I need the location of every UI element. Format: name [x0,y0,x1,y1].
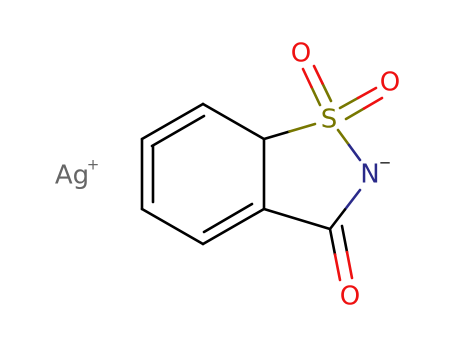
s-o-top-bond-2-a [321,82,333,103]
s-o-top-bond-2-b [312,64,324,85]
s-o-right-bond-1-b [356,86,378,100]
ring-double-bond [150,114,206,148]
c-o-bond-1-a [328,227,337,256]
ring-bond [201,207,266,246]
ring-bond [140,207,205,246]
sulfonyl-oxygen-top-label: O [291,39,311,69]
ring-double-bond [202,202,254,234]
s-o-top-bond-1-a [310,85,322,107]
nitrogen-charge-label: − [379,154,392,172]
silver-charge-label: + [87,156,100,174]
ring-bond [140,102,205,141]
s-n-bond-a [336,128,351,147]
carbonyl-oxygen-label: O [340,282,360,312]
n-c-bond-b [328,208,347,231]
nitrogen-atom-label: N [360,160,379,190]
s-o-right-bond-2-a [344,107,366,121]
c-s-bond-a [262,130,291,141]
sulfur-atom-label: S [321,105,338,135]
c-o-bond-2-a [340,224,349,254]
c-o-bond-1-b [333,253,342,282]
s-n-bond-b [347,143,362,162]
n-c-bond-a [343,188,362,211]
bond-layer [140,64,384,282]
silver-atom-label: Ag [55,161,89,191]
s-o-top-bond-1-b [301,67,313,89]
c-o-bond-2-b [345,250,354,280]
sulfonyl-oxygen-right-label: O [380,68,400,98]
c-s-bond-b [288,122,317,133]
s-o-right-bond-1-a [338,96,360,110]
ring-bond [201,102,266,141]
c-c-bond [262,207,332,231]
s-o-right-bond-2-b [362,96,384,110]
